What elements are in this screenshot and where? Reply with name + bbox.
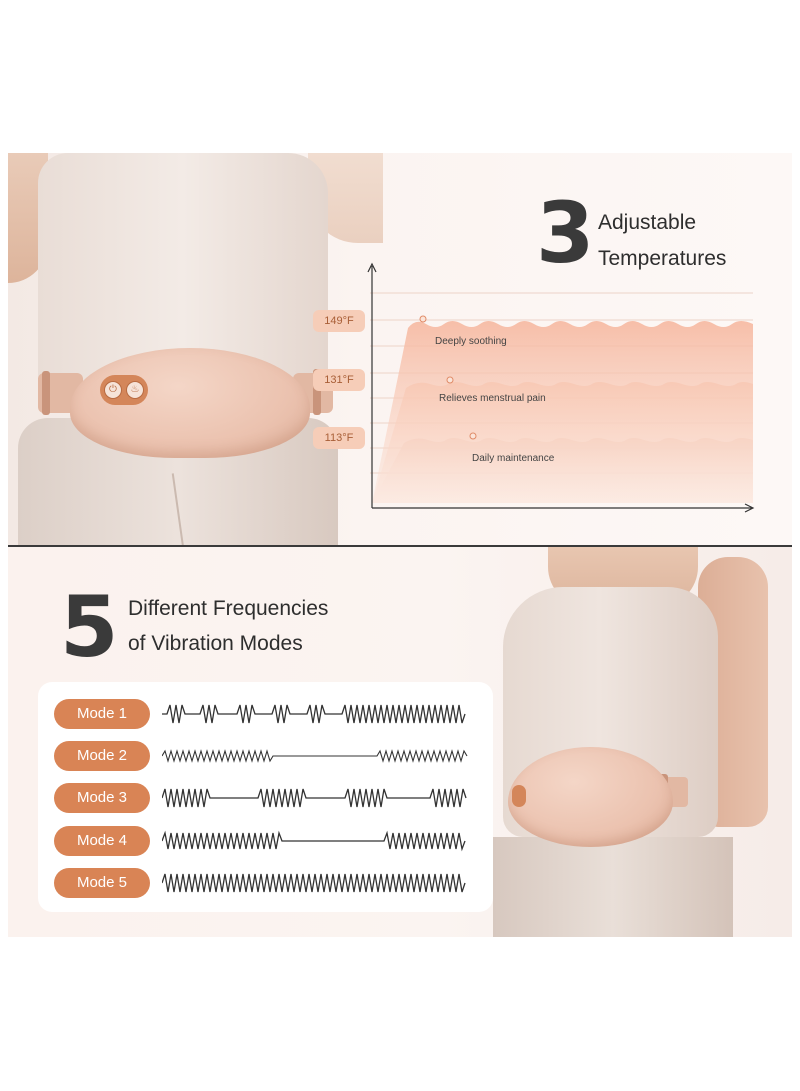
mode-row: Mode 4 xyxy=(54,826,494,856)
temp-label-149: 149°F xyxy=(313,310,365,332)
temperature-chart xyxy=(367,262,755,513)
temp-label-113: 113°F xyxy=(313,427,365,449)
temperature-count: 3 xyxy=(536,184,595,282)
mode-2-button[interactable]: Mode 2 xyxy=(54,741,150,771)
curve-113 xyxy=(372,438,753,503)
curve-label-menstrual-pain: Relieves menstrual pain xyxy=(439,393,546,404)
curve-label-daily-maintenance: Daily maintenance xyxy=(472,453,555,464)
mode-row: Mode 5 xyxy=(54,868,494,898)
device-control-panel xyxy=(512,785,526,807)
mode-5-button[interactable]: Mode 5 xyxy=(54,868,150,898)
heating-pad-device xyxy=(70,348,310,458)
vibration-panel: 5 Different Frequencies of Vibration Mod… xyxy=(8,547,792,937)
vibration-heading-line2: of Vibration Modes xyxy=(128,632,303,655)
temperature-heading-line2: Temperatures xyxy=(598,247,727,270)
mode-1-button[interactable]: Mode 1 xyxy=(54,699,150,729)
temperature-heading-line1: Adjustable xyxy=(598,211,697,234)
heating-pad-device xyxy=(508,747,673,847)
power-icon: ⏻ xyxy=(104,381,122,399)
device-control-panel: ⏻ ♨ xyxy=(100,375,148,405)
model-pants xyxy=(493,837,733,937)
chart-axes xyxy=(367,262,755,513)
mode-2-waveform xyxy=(162,749,468,763)
mode-3-waveform xyxy=(162,788,467,808)
vibration-heading-line1: Different Frequencies xyxy=(128,597,329,620)
mode-4-waveform xyxy=(162,830,466,852)
mode-3-button[interactable]: Mode 3 xyxy=(54,783,150,813)
mode-4-button[interactable]: Mode 4 xyxy=(54,826,150,856)
temp-label-131: 131°F xyxy=(313,369,365,391)
mode-5-waveform xyxy=(162,873,466,893)
mode-row: Mode 1 xyxy=(54,699,494,729)
mode-1-waveform xyxy=(162,704,466,724)
belt-buckle-left xyxy=(42,371,50,415)
mode-row: Mode 2 xyxy=(54,741,494,771)
mode-count: 5 xyxy=(60,578,119,676)
section-divider xyxy=(8,545,792,547)
curve-label-deeply-soothing: Deeply soothing xyxy=(435,336,507,347)
belt-buckle-right xyxy=(313,369,321,415)
temperature-panel: ⏻ ♨ 3 Adjustable Temperatures xyxy=(8,153,792,545)
mode-row: Mode 3 xyxy=(54,783,494,813)
heat-icon: ♨ xyxy=(126,381,144,399)
